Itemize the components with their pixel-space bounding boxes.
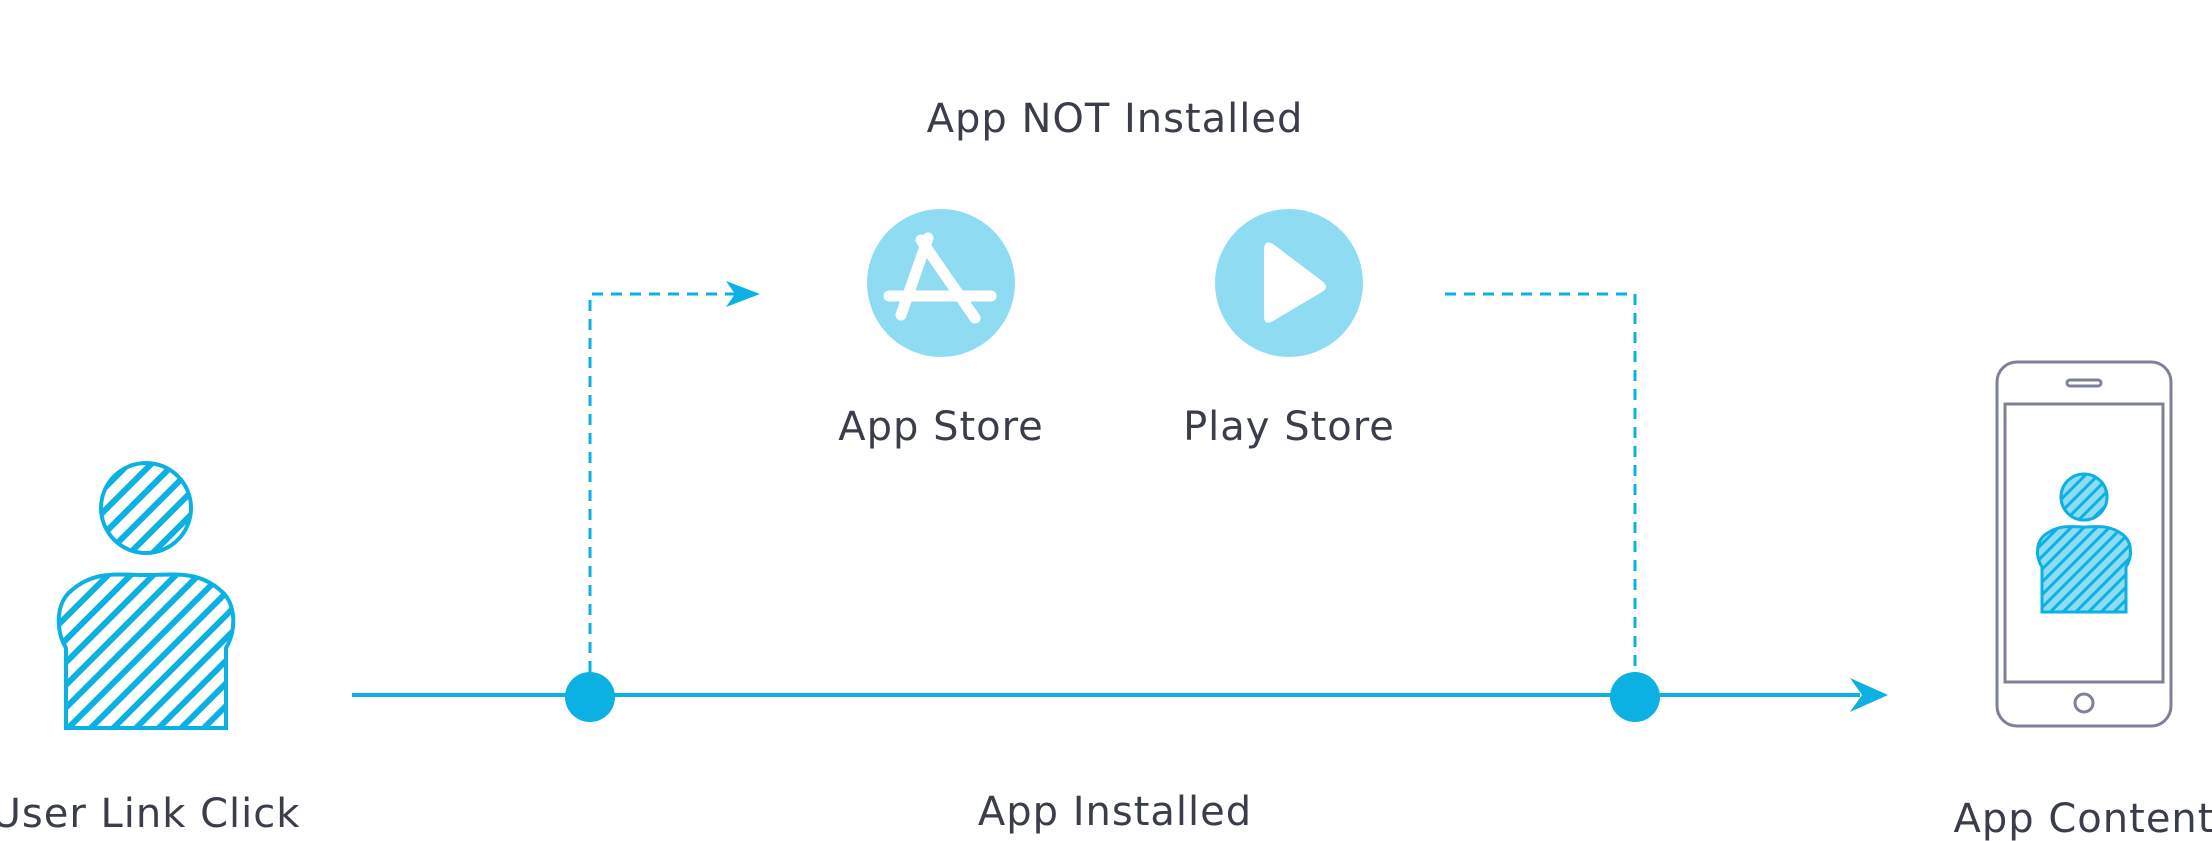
user-link-click-label: User Link Click bbox=[0, 791, 300, 837]
not-installed-arrowhead bbox=[726, 281, 760, 307]
app-not-installed-label: App NOT Installed bbox=[927, 96, 1304, 142]
in-app-user-icon bbox=[2036, 472, 2132, 614]
not-installed-path-right bbox=[1445, 292, 1637, 672]
play-store-icon bbox=[1215, 209, 1363, 357]
not-installed-path-left bbox=[588, 292, 735, 672]
app-store-label: App Store bbox=[838, 404, 1044, 450]
branch-node-left bbox=[565, 672, 615, 722]
play-store-label: Play Store bbox=[1183, 404, 1395, 450]
app-store-icon bbox=[867, 209, 1015, 357]
app-content-label: App Content bbox=[1954, 796, 2212, 841]
app-installed-label: App Installed bbox=[978, 789, 1252, 835]
flow-arrowhead bbox=[1850, 678, 1888, 712]
user-icon bbox=[56, 461, 236, 730]
phone-icon bbox=[1995, 360, 2173, 728]
branch-node-right bbox=[1610, 672, 1660, 722]
